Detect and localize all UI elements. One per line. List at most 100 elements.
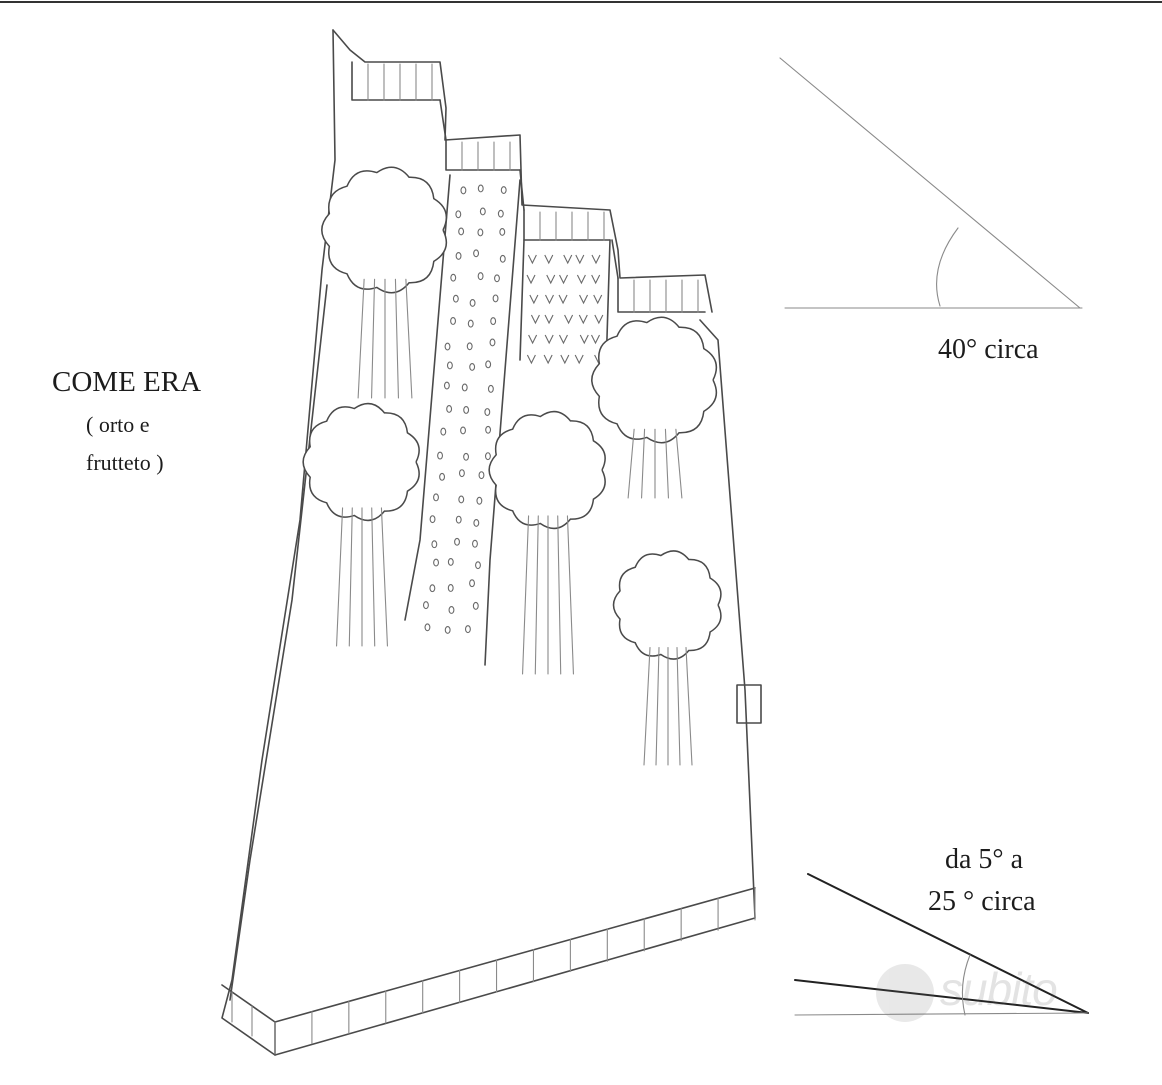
bed-dot — [422, 601, 429, 610]
grass-tuft — [578, 314, 588, 325]
bed-dot — [497, 209, 504, 218]
grass-tuft — [576, 274, 586, 285]
bed-dot — [433, 493, 439, 502]
tree-trunk — [627, 428, 635, 499]
grass-tuft — [543, 354, 553, 365]
angle-range-diagram — [794, 873, 1089, 1016]
bed-dot — [463, 452, 470, 461]
tree-canopy — [488, 410, 606, 530]
watermark-text: subito — [940, 963, 1058, 1015]
tree — [488, 410, 606, 675]
tree-trunk — [394, 278, 399, 399]
tree — [321, 166, 448, 399]
terrace-posts — [367, 63, 699, 313]
tree-trunk — [371, 278, 376, 399]
tree-trunk — [405, 278, 413, 399]
grass-tuft — [544, 314, 554, 325]
gentle-angle-label-line-2: 25 ° circa — [928, 886, 1036, 917]
grass-tuft — [591, 254, 601, 265]
bed-dot — [499, 254, 506, 263]
bed-dot — [469, 362, 476, 371]
bed-dot — [464, 625, 471, 634]
bed-dot — [431, 540, 438, 549]
before-title: COME ERA — [52, 366, 202, 398]
bed-dot — [479, 207, 486, 216]
bed-dot — [429, 584, 436, 593]
bed-dot — [440, 427, 447, 436]
bed-dot — [476, 496, 483, 505]
grass-tuft — [527, 254, 537, 265]
tree-canopy — [612, 550, 722, 660]
bed-dot — [466, 342, 473, 351]
bed-dot — [439, 472, 446, 481]
trees — [302, 166, 722, 766]
angle-40-diagram — [779, 57, 1083, 309]
bed-dot — [500, 186, 507, 194]
bed-dot — [429, 515, 436, 524]
bed-dot — [475, 561, 481, 570]
bed-dot — [443, 381, 450, 390]
bed-dot — [424, 623, 431, 632]
tree-trunk — [675, 428, 683, 499]
bed-dot — [446, 404, 453, 413]
bed-dot — [447, 557, 454, 566]
tree-trunk — [676, 646, 681, 766]
bed-dot — [460, 426, 466, 435]
bed-dot — [492, 294, 499, 303]
tree-trunk — [348, 507, 353, 647]
bed-dot — [458, 469, 465, 478]
bed-dot — [494, 274, 500, 283]
bed-dot — [477, 228, 484, 237]
tree-trunk — [557, 515, 562, 675]
grass-tuft — [528, 334, 538, 345]
bed-dot — [455, 251, 462, 260]
plot-outline — [221, 29, 756, 1056]
bed-dot — [484, 408, 491, 416]
grass-tuft — [526, 354, 536, 365]
bed-dot — [472, 601, 479, 610]
grass-tuft — [564, 314, 574, 325]
grass-tuft — [544, 334, 554, 345]
bed-dot — [433, 558, 440, 567]
grass-tuft — [544, 294, 554, 305]
bed-dot — [454, 537, 460, 546]
bed-dot — [463, 406, 470, 414]
grass-tuft — [594, 314, 604, 325]
bed-dot — [450, 317, 457, 325]
bed-dot — [446, 361, 453, 370]
tree-trunk — [522, 515, 530, 675]
grass-tuft — [591, 274, 601, 285]
bed-dot — [455, 515, 462, 524]
before-subtitle-line-2: frutteto ) — [86, 450, 164, 475]
fence-posts — [231, 887, 756, 1055]
tree-trunk — [566, 515, 574, 675]
bed-dot — [444, 342, 451, 351]
bed-dot — [473, 518, 480, 527]
bed-dot — [499, 227, 506, 236]
bed-dot — [469, 298, 476, 307]
bed-dot — [477, 184, 484, 193]
tree-canopy — [302, 402, 420, 522]
grass-tuft — [574, 354, 584, 365]
bed-dot — [448, 606, 455, 614]
grass-tuft — [593, 294, 603, 305]
tree — [302, 402, 420, 647]
bed-dot — [489, 338, 496, 347]
bed-dot — [447, 584, 454, 592]
tree — [612, 550, 722, 766]
tree — [591, 316, 718, 499]
grass-tuft — [558, 294, 568, 305]
gentle-angle-label-line-1: da 5° a — [945, 844, 1024, 875]
grass-marks — [526, 254, 604, 365]
before-subtitle-line-1: ( orto e — [86, 412, 150, 437]
bed-dot — [485, 360, 492, 369]
bed-dot — [478, 471, 485, 480]
bed-dot — [458, 495, 465, 504]
bed-dot — [461, 383, 468, 392]
tree-trunk — [336, 507, 344, 647]
tree-trunk — [371, 507, 376, 647]
tree-trunk — [685, 646, 693, 766]
bed-dot — [490, 317, 497, 326]
